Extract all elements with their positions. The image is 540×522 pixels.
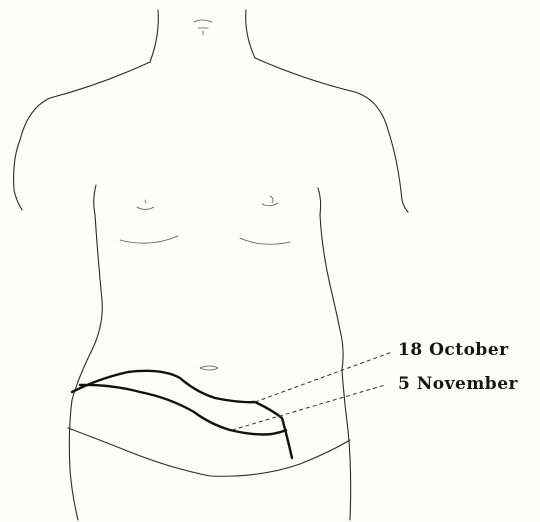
left-armpit-outline [94, 185, 96, 215]
neck-right-outline [246, 10, 255, 58]
left-shoulder-arm-outline [14, 62, 150, 210]
leader-line-18-october [255, 352, 392, 402]
neck-left-outline [150, 10, 158, 62]
lower-abdomen-line [68, 428, 350, 476]
right-torso-outline [320, 215, 351, 520]
right-armpit-outline [318, 188, 321, 215]
label-18-october: 18 October [398, 340, 509, 360]
label-5-november: 5 November [398, 374, 519, 394]
right-chest-line [240, 238, 290, 244]
boundary-18-october [72, 371, 292, 458]
right-shoulder-arm-outline [255, 58, 408, 212]
navel-mark [200, 366, 218, 370]
mouth-mark [194, 20, 212, 35]
left-chest-line [120, 236, 178, 243]
left-torso-outline [69, 215, 102, 520]
boundary-5-november [80, 385, 286, 435]
leader-line-5-november [232, 385, 385, 430]
left-nipple-mark [137, 200, 154, 210]
right-nipple-mark [262, 196, 278, 206]
